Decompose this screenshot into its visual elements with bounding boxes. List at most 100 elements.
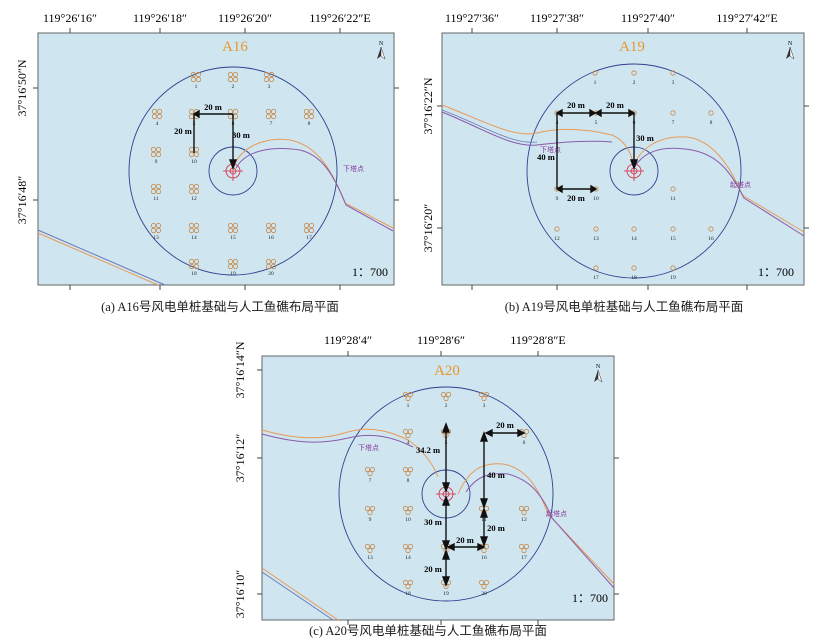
reef-cluster: 14: [631, 226, 637, 242]
reef-cluster: 8: [303, 108, 315, 127]
map-frame: [37, 32, 395, 286]
reef-cluster: 14: [402, 543, 414, 561]
lon-label: 119°26′16″: [43, 11, 97, 25]
lat-label: 37°16′50″N: [15, 59, 29, 116]
reef-number: 7: [270, 121, 273, 127]
map-panel-a16: 119°26′16″ 119°26′18″ 119°26′20″ 119°26′…: [15, 11, 399, 290]
map-panel-a20: 119°28′4″ 119°28′6″ 119°28′8″E 37°16′14″…: [233, 333, 619, 625]
reef-cluster: 14: [188, 222, 200, 241]
outer-ring: [338, 386, 554, 602]
reef-number: 18: [631, 275, 637, 281]
reef-number: 14: [405, 555, 411, 561]
place-label: 起塔点: [730, 180, 751, 189]
lat-label: 37°16′12″: [233, 434, 247, 482]
shoreline: [261, 571, 334, 621]
reef-number: 2: [633, 80, 636, 86]
reef-number: 4: [407, 440, 410, 446]
reef-number: 5: [595, 120, 598, 126]
reef-number: 17: [306, 235, 312, 241]
reef-cluster: 18: [631, 265, 637, 281]
reef-cluster: 17: [593, 265, 599, 281]
dimension-label: 34.2 m: [416, 445, 440, 455]
reef-cluster: 12: [554, 226, 560, 242]
dimension-label: 20 m: [606, 100, 624, 110]
reef-cluster: 12: [518, 505, 530, 523]
place-label: 下塔点: [358, 443, 379, 452]
reef-cluster: 20: [478, 579, 490, 597]
scale-label: 1：700: [758, 265, 794, 279]
dimension-label: 40 m: [537, 152, 555, 162]
reef-number: 9: [369, 517, 372, 523]
cable-orange: [261, 428, 615, 585]
place-label: 下塔点: [343, 164, 364, 173]
svg-text:N: N: [788, 41, 793, 47]
north-arrow-icon: N: [594, 364, 603, 383]
outer-ring: [526, 63, 742, 279]
lon-label: 119°27′38″: [530, 11, 584, 25]
reef-number: 18: [191, 271, 197, 277]
shoreline: [37, 229, 166, 286]
reef-number: 16: [708, 236, 714, 242]
cable-orange: [441, 104, 805, 233]
map-panel-a19: 119°27′36″ 119°27′38″ 119°27′40″ 119°27′…: [421, 11, 809, 290]
reef-cluster: 11: [150, 183, 162, 202]
reef-number: 1: [594, 80, 597, 86]
reef-number: 14: [631, 236, 637, 242]
reef-number: 13: [367, 555, 373, 561]
map-title: A20: [434, 363, 460, 379]
reef-number: 8: [407, 478, 410, 484]
cable-purple: [261, 433, 615, 589]
reef-group: 1234567891011121314151617181920: [150, 71, 315, 277]
reef-cluster: 18: [402, 579, 414, 597]
reef-number: 13: [153, 235, 159, 241]
reef-cluster: 7: [265, 108, 277, 127]
reef-cluster: 4: [402, 428, 414, 446]
lon-label: 119°27′40″: [621, 11, 675, 25]
caption-c: (c) A20号风电单桩基础与人工鱼礁布局平面: [309, 624, 547, 638]
reef-number: 12: [554, 236, 560, 242]
dimension-label: 20 m: [567, 100, 585, 110]
svg-text:N: N: [379, 41, 384, 47]
map-frame: [261, 355, 615, 621]
map-frame: [441, 32, 805, 286]
dimension-label: 20 m: [424, 564, 442, 574]
lon-label: 119°27′36″: [445, 11, 499, 25]
reef-number: 10: [593, 196, 599, 202]
lon-label: 119°28′4″: [324, 333, 372, 347]
reef-cluster: 13: [593, 226, 599, 242]
reef-number: 14: [191, 235, 197, 241]
shoreline: [441, 109, 538, 143]
reef-cluster: 13: [150, 222, 162, 241]
reef-cluster: 8: [402, 466, 414, 484]
north-arrow-icon: N: [786, 41, 795, 60]
reef-number: 4: [156, 121, 159, 127]
reef-number: 12: [521, 517, 527, 523]
reef-number: 1: [195, 84, 198, 90]
reef-number: 20: [481, 591, 487, 597]
lon-label: 119°26′20″: [218, 11, 272, 25]
reef-cluster: 7: [364, 466, 376, 484]
reef-number: 3: [483, 403, 486, 409]
reef-cluster: 2: [440, 391, 452, 409]
reef-number: 12: [191, 196, 197, 202]
reef-group: 1234567891011121314151617181920: [364, 391, 530, 597]
outer-ring: [128, 66, 338, 276]
reef-cluster: 1: [190, 71, 202, 90]
lon-label: 119°28′6″: [417, 333, 465, 347]
cable-purple: [441, 111, 805, 237]
dimension-label: 30 m: [636, 133, 654, 143]
reef-number: 6: [523, 440, 526, 446]
reef-number: 16: [481, 555, 487, 561]
reef-number: 13: [593, 236, 599, 242]
dimension-label: 40 m: [487, 470, 505, 480]
reef-cluster: 17: [518, 543, 530, 561]
reef-number: 9: [155, 159, 158, 165]
reef-number: 17: [593, 275, 599, 281]
shoreline-orange: [261, 567, 339, 621]
dimension-label: 30 m: [424, 517, 442, 527]
reef-number: 16: [268, 235, 274, 241]
lon-label: 119°27′42″E: [716, 11, 777, 25]
svg-text:N: N: [596, 364, 601, 370]
dimension-label: 20 m: [204, 102, 222, 112]
reef-number: 11: [670, 196, 676, 202]
